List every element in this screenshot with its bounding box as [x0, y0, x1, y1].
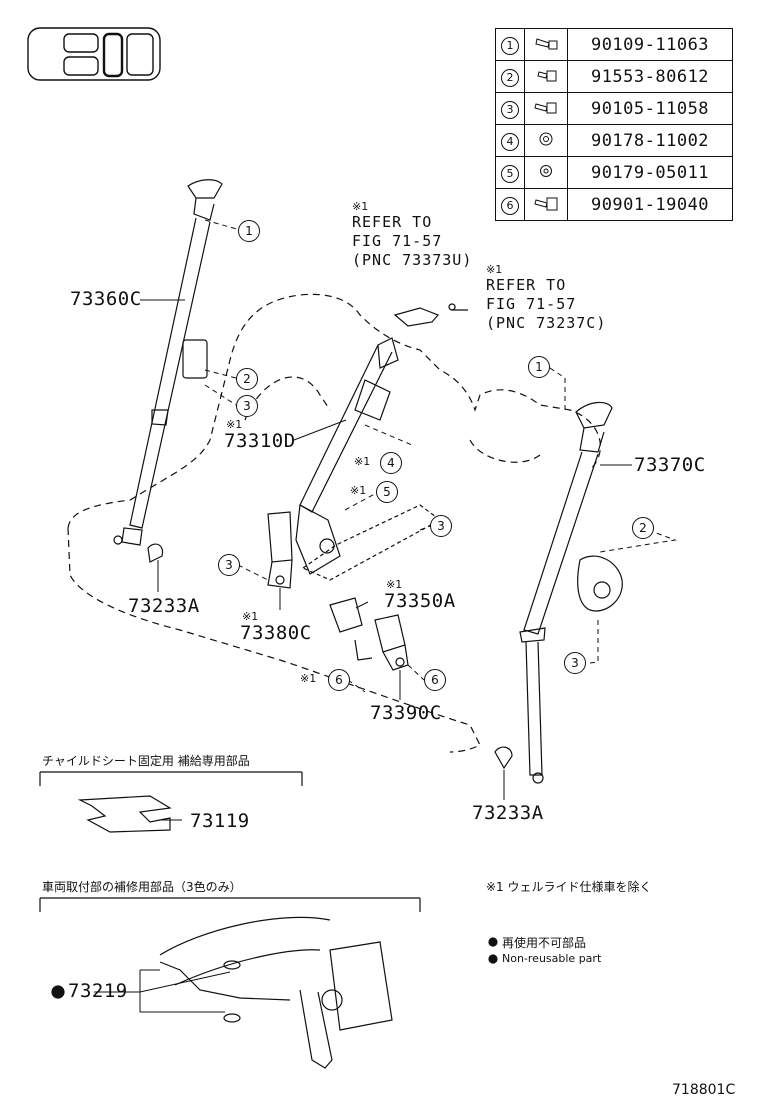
refer-line: (PNC 73373U)	[352, 251, 473, 269]
nonreuse-bullet-1	[488, 937, 498, 947]
part-73310D-mark: ※1	[226, 418, 243, 431]
legend-num: 5	[501, 165, 519, 183]
nut-icon	[539, 132, 553, 145]
callout-3: 3	[236, 395, 258, 417]
callout-2: 2	[236, 368, 258, 390]
legend-num: 6	[501, 197, 519, 215]
legend-row: 3 90105-11058	[495, 92, 733, 125]
callout-1: 1	[238, 220, 260, 242]
legend-num: 3	[501, 101, 519, 119]
legend-row: 5 90179-05011	[495, 156, 733, 189]
refer-line: FIG 71-57	[486, 295, 577, 313]
legend-part-number: 90178-11002	[567, 124, 733, 157]
refer-line: (PNC 73237C)	[486, 314, 607, 332]
part-73390C: 73390C	[370, 702, 442, 724]
callout-2: 2	[632, 517, 654, 539]
refer-line: FIG 71-57	[352, 232, 443, 250]
nonreuse-en: Non-reusable part	[502, 952, 602, 965]
callout-3: 3	[430, 515, 452, 537]
bolt-icon	[534, 102, 557, 113]
part-73219: 73219	[68, 980, 128, 1002]
legend-row: 2 91553-80612	[495, 60, 733, 93]
part-73380C: 73380C	[240, 622, 312, 644]
refer-mark: ※1	[486, 263, 503, 276]
legend-row: 1 90109-11063	[495, 28, 733, 61]
figure-code: 718801C	[672, 1082, 736, 1098]
bolt-icon	[534, 197, 558, 210]
legend-num: 4	[501, 133, 519, 151]
callout-3: 3	[218, 554, 240, 576]
callout-1: 1	[528, 356, 550, 378]
legend-row: 6 90901-19040	[495, 188, 733, 221]
part-73350A-mark: ※1	[386, 578, 403, 591]
legend-num: 2	[501, 69, 519, 87]
refer-mark: ※1	[352, 200, 369, 213]
mark-4: ※1	[354, 455, 371, 468]
child-seat-bracket	[39, 771, 303, 833]
trim-clip-icon	[393, 307, 440, 327]
refer-line: REFER TO	[486, 276, 567, 294]
left-belt-assembly	[113, 179, 223, 563]
legend-part-number: 91553-80612	[567, 60, 733, 93]
mark-6: ※1	[300, 672, 317, 685]
part-73360C: 73360C	[70, 288, 142, 310]
exclusion-note: ※1 ウェルライド仕様車を除く	[486, 880, 652, 894]
repair-parts-note: 車両取付部の補修用部品（3色のみ）	[42, 880, 242, 894]
callout-5: 5	[376, 481, 398, 503]
nonreuse-jp: 再使用不可部品	[502, 936, 587, 950]
part-73233A-right: 73233A	[472, 802, 544, 824]
refer-note-1: ※1 REFER TO FIG 71-57 (PNC 73373U)	[352, 200, 472, 270]
repair-parts-bracket	[39, 897, 421, 1069]
buckle-73380C	[267, 511, 293, 589]
part-73310D: 73310D	[224, 430, 296, 452]
small-clip-icon	[448, 303, 468, 311]
mark-5: ※1	[350, 484, 367, 497]
p73219-bullet	[51, 985, 65, 999]
child-seat-note: チャイルドシート固定用 補給専用部品	[42, 754, 250, 768]
bolt-icon	[535, 37, 558, 49]
legend-row: 4 90178-11002	[495, 124, 733, 157]
legend-part-number: 90105-11058	[567, 92, 733, 125]
part-73233A-left: 73233A	[128, 595, 200, 617]
part-73350A: 73350A	[384, 590, 456, 612]
refer-note-2: ※1 REFER TO FIG 71-57 (PNC 73237C)	[486, 263, 606, 333]
center-belt-assembly	[295, 337, 442, 581]
part-73119: 73119	[190, 810, 250, 832]
callout-3: 3	[564, 652, 586, 674]
fastener-legend-table: 1 90109-11063 2 91553-80612 3 90105-1105…	[495, 28, 733, 221]
legend-part-number: 90179-05011	[567, 156, 733, 189]
seat-layout-icon	[27, 27, 161, 81]
nut-icon	[540, 164, 552, 177]
legend-num: 1	[501, 37, 519, 55]
part-73370C: 73370C	[634, 454, 706, 476]
legend-part-number: 90109-11063	[567, 28, 733, 61]
callout-6: 6	[328, 669, 350, 691]
seat-outline	[67, 293, 601, 753]
refer-line: REFER TO	[352, 213, 433, 231]
callout-4: 4	[380, 452, 402, 474]
buckle-73350A-73390C	[329, 597, 409, 671]
legend-part-number: 90901-19040	[567, 188, 733, 221]
part-73380C-mark: ※1	[242, 610, 259, 623]
nonreuse-bullet-2	[488, 954, 498, 964]
bolt-icon	[537, 70, 557, 81]
callout-6: 6	[424, 669, 446, 691]
right-belt-assembly	[494, 401, 623, 784]
